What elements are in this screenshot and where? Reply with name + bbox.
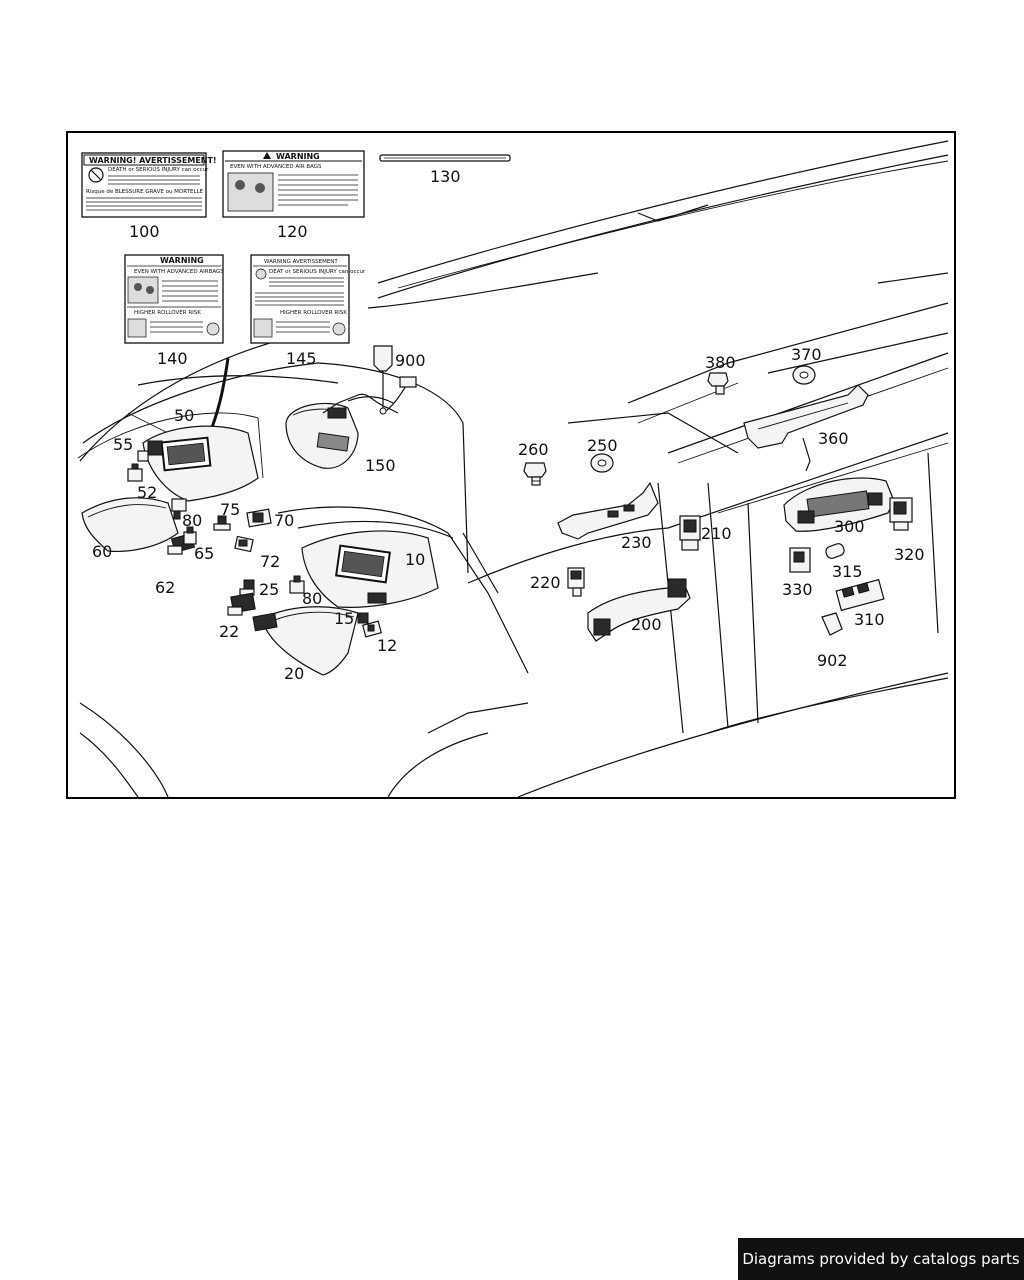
callout-380: 380 [705, 353, 736, 372]
clip-330 [789, 547, 811, 573]
visor-clip-65 [183, 526, 197, 545]
bracket-360 [743, 384, 869, 472]
callout-210: 210 [701, 524, 732, 543]
visor-clip-70 [246, 508, 272, 528]
callout-140: 140 [157, 349, 188, 368]
clip-320 [889, 497, 913, 531]
visor-clip-12 [361, 620, 383, 638]
visor-clip-25 [239, 579, 255, 596]
nut-250 [590, 453, 614, 473]
callout-200: 200 [631, 615, 662, 634]
label-100-line1: DEATH or SERIOUS INJURY can occur [108, 167, 209, 173]
warning-label-140: WARNING EVEN WITH ADVANCED AIRBAGS HIGHE… [124, 254, 224, 344]
visor-clip-55 [137, 440, 163, 462]
bracket-230 [557, 481, 659, 540]
callout-145: 145 [286, 349, 317, 368]
clip-210 [679, 515, 701, 551]
callout-62: 62 [155, 578, 175, 597]
sun-visor-60 [81, 497, 179, 553]
warning-label-145: WARNING AVERTISSEMENT DEAT or SERIOUS IN… [250, 254, 366, 344]
callout-15: 15 [334, 609, 354, 628]
callout-150: 150 [365, 456, 396, 475]
nut-370 [792, 365, 816, 385]
callout-310: 310 [854, 610, 885, 629]
visor-clip-72 [234, 535, 254, 553]
callout-10: 10 [405, 550, 425, 569]
label-140-line2: HIGHER ROLLOVER RISK [134, 310, 201, 316]
callout-260: 260 [518, 440, 549, 459]
callout-130: 130 [430, 167, 461, 186]
callout-370: 370 [791, 345, 822, 364]
label-120-title: WARNING [276, 152, 320, 161]
label-145-line1: DEAT or SERIOUS INJURY can occur [269, 269, 366, 275]
callout-25: 25 [259, 580, 279, 599]
callout-320: 320 [894, 545, 925, 564]
visor-clip-75 [213, 515, 231, 531]
visor-bracket-80b [289, 575, 305, 594]
callout-120: 120 [277, 222, 308, 241]
callout-22: 22 [219, 622, 239, 641]
callout-80-right: 80 [302, 589, 322, 608]
callout-900: 900 [395, 351, 426, 370]
visor-clip-52 [127, 463, 143, 482]
callout-55: 55 [113, 435, 133, 454]
label-100-title: WARNING! AVERTISSEMENT! [89, 156, 217, 165]
callout-12: 12 [377, 636, 397, 655]
screw-260 [523, 462, 547, 486]
callout-52: 52 [137, 483, 157, 502]
connector-900 [373, 345, 417, 415]
visor-hinge-22 [227, 592, 256, 616]
callout-numbers: 100 120 130 140 145 900 150 50 55 52 80 … [92, 167, 925, 683]
visor-clip-15 [357, 612, 369, 624]
warning-label-100: WARNING! AVERTISSEMENT! DEATH or SERIOUS… [81, 152, 217, 218]
warning-label-130 [379, 154, 511, 162]
label-100-line2: Risque de BLESSURE GRAVE ou MORTELLE [86, 189, 204, 195]
callout-70: 70 [274, 511, 294, 530]
callout-300: 300 [834, 517, 865, 536]
sun-visor-50 [77, 412, 264, 502]
label-140-title: WARNING [160, 256, 204, 265]
overhead-console-150 [285, 393, 399, 469]
connector-902 [821, 612, 843, 636]
label-120-line1: EVEN WITH ADVANCED AIR BAGS [230, 164, 322, 170]
clip-220 [567, 567, 585, 597]
callout-72: 72 [260, 552, 280, 571]
callout-230: 230 [621, 533, 652, 552]
warning-label-120: WARNING EVEN WITH ADVANCED AIR BAGS [222, 150, 365, 218]
callout-20: 20 [284, 664, 304, 683]
callout-360: 360 [818, 429, 849, 448]
vehicle-body-outline [79, 140, 949, 797]
grab-handle-200 [587, 578, 691, 642]
bulb-315 [825, 543, 845, 559]
screw-380 [707, 372, 729, 395]
sun-visor-10 [301, 530, 439, 608]
callout-250: 250 [587, 436, 618, 455]
callout-80-left: 80 [182, 511, 202, 530]
callout-902: 902 [817, 651, 848, 670]
parts-diagram: WARNING! AVERTISSEMENT! DEATH or SERIOUS… [77, 140, 949, 797]
label-140-line1: EVEN WITH ADVANCED AIRBAGS [134, 269, 224, 275]
callout-220: 220 [530, 573, 561, 592]
sun-visor-20 [252, 606, 359, 676]
callout-315: 315 [832, 562, 863, 581]
callout-60: 60 [92, 542, 112, 561]
catalog-attribution-badge: Diagrams provided by catalogs parts [738, 1238, 1024, 1280]
parts-diagram-frame: WARNING! AVERTISSEMENT! DEATH or SERIOUS… [66, 131, 956, 799]
callout-65: 65 [194, 544, 214, 563]
callout-100: 100 [129, 222, 160, 241]
callout-50: 50 [174, 406, 194, 425]
label-145-title: WARNING AVERTISSEMENT [264, 259, 338, 265]
callout-330: 330 [782, 580, 813, 599]
visor-bracket-80a [171, 498, 187, 520]
attribution-text: Diagrams provided by catalogs parts [742, 1250, 1020, 1268]
callout-75: 75 [220, 500, 240, 519]
switch-panel-310 [835, 578, 885, 612]
label-145-line2: HIGHER ROLLOVER RISK [280, 310, 347, 316]
